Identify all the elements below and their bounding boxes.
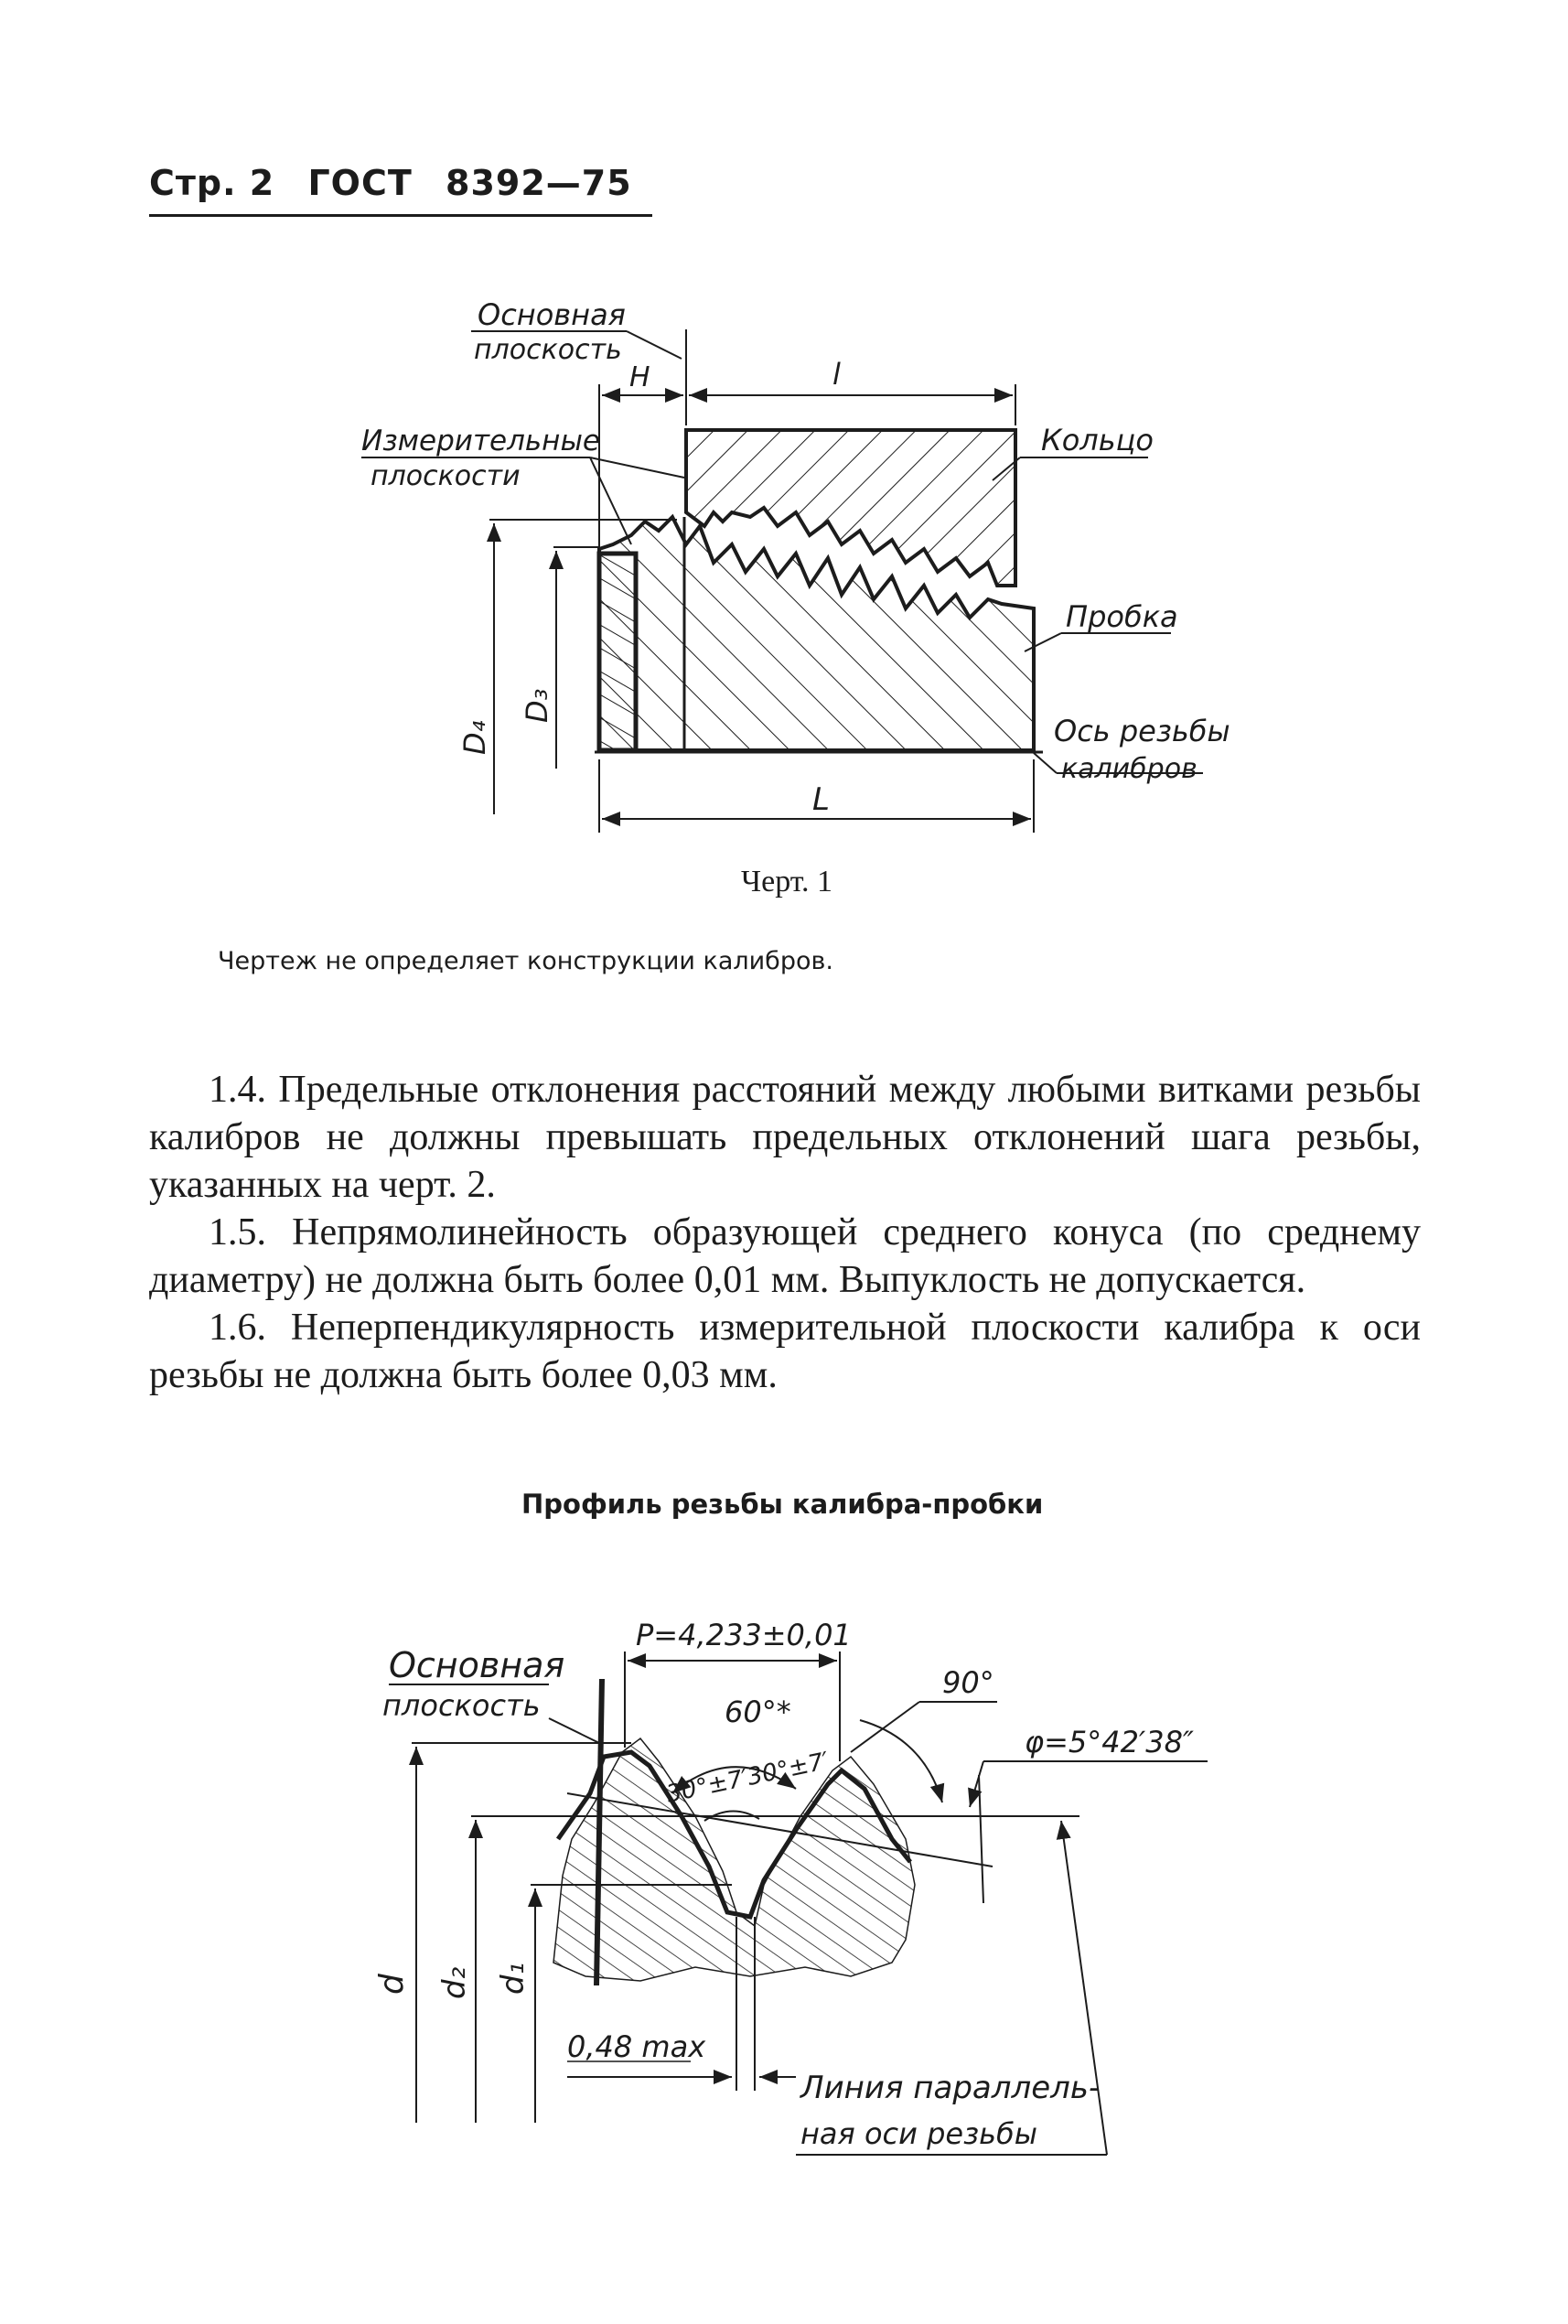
standard-name: ГОСТ xyxy=(307,163,413,203)
label-parallel-1: Линия параллель- xyxy=(799,2070,1100,2106)
label-l: l xyxy=(832,357,841,392)
label-D4: D₄ xyxy=(457,720,492,755)
plug-body xyxy=(596,513,1036,753)
cone-line xyxy=(566,1792,993,1867)
paragraph-1-5: 1.5. Непрямолинейность образующей средне… xyxy=(149,1211,1421,1301)
paragraph-1-4: 1.4. Предельные отклонения расстояний ме… xyxy=(149,1069,1421,1206)
label-d: d xyxy=(373,1973,411,1995)
label-basic-plane-1: Основная xyxy=(478,297,626,332)
label-half-angles: 30°±7′30°±7′ xyxy=(664,1748,832,1809)
figure-1-drawing: Основная плоскость H l Измерительные пло… xyxy=(361,297,1230,833)
label-max: 0,48 max xyxy=(567,2029,706,2064)
page-header: Стр. 2 ГОСТ 8392—75 xyxy=(149,163,652,217)
section-title: Профиль резьбы калибра-пробки xyxy=(521,1489,1044,1520)
label-parallel-2: ная оси резьбы xyxy=(800,2116,1037,2151)
figure-2-drawing: P=4,233±0,01 Основная плоскость 60°* 30°… xyxy=(373,1618,1208,2156)
label-D3: D₃ xyxy=(520,689,554,723)
label-basic-plane-2: плоскость xyxy=(474,334,622,366)
label-axis-1: Ось резьбы xyxy=(1054,714,1230,748)
label-basic-plane-2: плоскость xyxy=(382,1688,541,1723)
standard-number: 8392—75 xyxy=(446,163,632,203)
label-d2: d₂ xyxy=(436,1966,473,1999)
basic-plane-line xyxy=(594,1678,605,1986)
label-plug: Пробка xyxy=(1066,599,1178,634)
label-ring: Кольцо xyxy=(1041,423,1154,457)
body-text: 1.4. Предельные отклонения расстояний ме… xyxy=(149,1066,1421,1399)
label-measuring-planes-1: Измерительные xyxy=(361,425,600,457)
label-pitch: P=4,233±0,01 xyxy=(636,1618,852,1652)
label-d1: d₁ xyxy=(495,1963,532,1995)
label-H: H xyxy=(629,361,650,393)
label-angle-90: 90° xyxy=(942,1665,994,1700)
label-measuring-planes-2: плоскости xyxy=(371,460,521,492)
thread-profile-body xyxy=(553,1737,916,1982)
ring-body xyxy=(684,428,1017,587)
label-phi: φ=5°42′38″ xyxy=(1025,1725,1194,1759)
page-number: Стр. 2 xyxy=(149,163,275,203)
label-angle-60: 60°* xyxy=(725,1695,791,1729)
thread-profile-contour xyxy=(555,1749,912,1920)
label-basic-plane-1: Основная xyxy=(389,1645,564,1685)
paragraph-1-6: 1.6. Неперпендикулярность измерительной … xyxy=(149,1307,1421,1396)
figure-1-caption: Черт. 1 xyxy=(741,865,833,898)
drawing-note: Чертеж не определяет конструкции калибро… xyxy=(218,947,833,975)
label-axis-2: калибров xyxy=(1061,753,1197,785)
label-L: L xyxy=(812,781,830,818)
